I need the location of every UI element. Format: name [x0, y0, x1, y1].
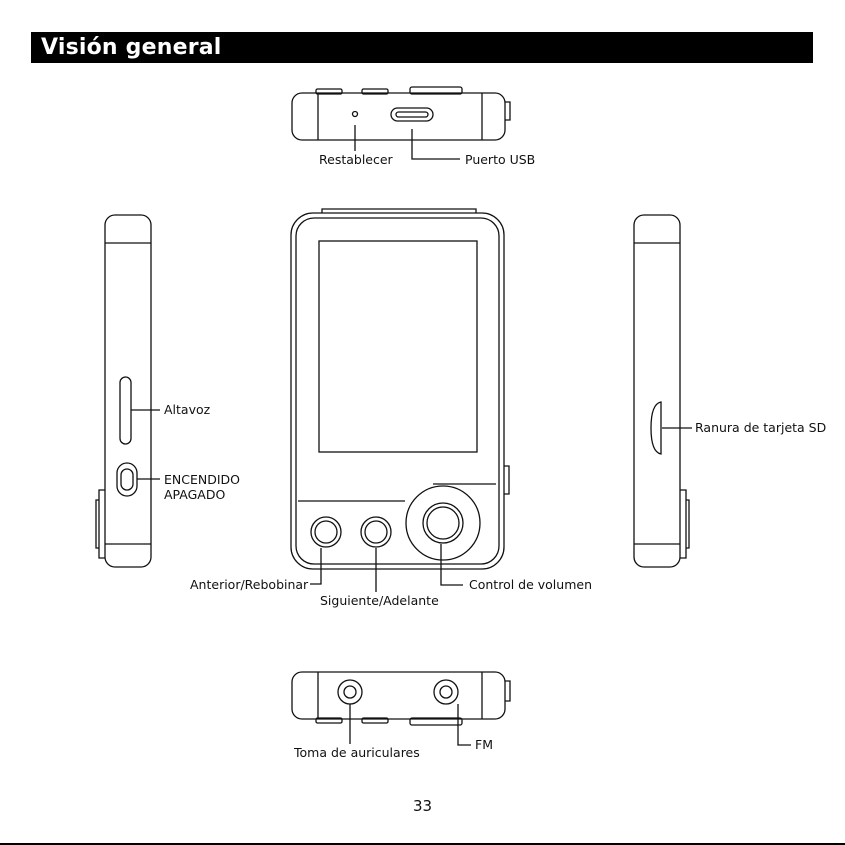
- speaker-label: Altavoz: [164, 403, 210, 417]
- screen-display: [319, 241, 477, 452]
- power-label-line2: APAGADO: [164, 488, 225, 502]
- power-switch-icon: [117, 463, 137, 496]
- volume-control-label: Control de volumen: [469, 578, 592, 592]
- left-side-device: [96, 215, 151, 567]
- prev-rewind-label: Anterior/Rebobinar: [190, 578, 308, 592]
- next-forward-label: Siguiente/Adelante: [320, 594, 439, 608]
- usb-callout-line: [412, 129, 460, 159]
- top-view-device: [292, 87, 510, 140]
- power-label-line1: ENCENDIDO: [164, 473, 240, 487]
- fm-jack-icon: [434, 680, 458, 704]
- page-number: 33: [0, 797, 845, 815]
- usb-port-icon: [391, 108, 433, 121]
- usb-port-label: Puerto USB: [465, 153, 535, 167]
- headphone-jack-icon: [338, 680, 362, 704]
- sd-slot-label: Ranura de tarjeta SD: [695, 421, 826, 435]
- prev-callout-line: [310, 548, 321, 584]
- fm-label: FM: [475, 738, 493, 752]
- right-side-device: [634, 215, 689, 567]
- front-device: [291, 209, 509, 569]
- headphone-jack-label: Toma de auriculares: [294, 746, 420, 760]
- sd-slot-icon: [651, 402, 661, 454]
- bottom-view-device: [292, 672, 510, 725]
- volume-wheel: [406, 486, 480, 560]
- speaker-slot-icon: [120, 377, 131, 444]
- reset-hole-icon: [353, 112, 358, 117]
- reset-label: Restablecer: [319, 153, 393, 167]
